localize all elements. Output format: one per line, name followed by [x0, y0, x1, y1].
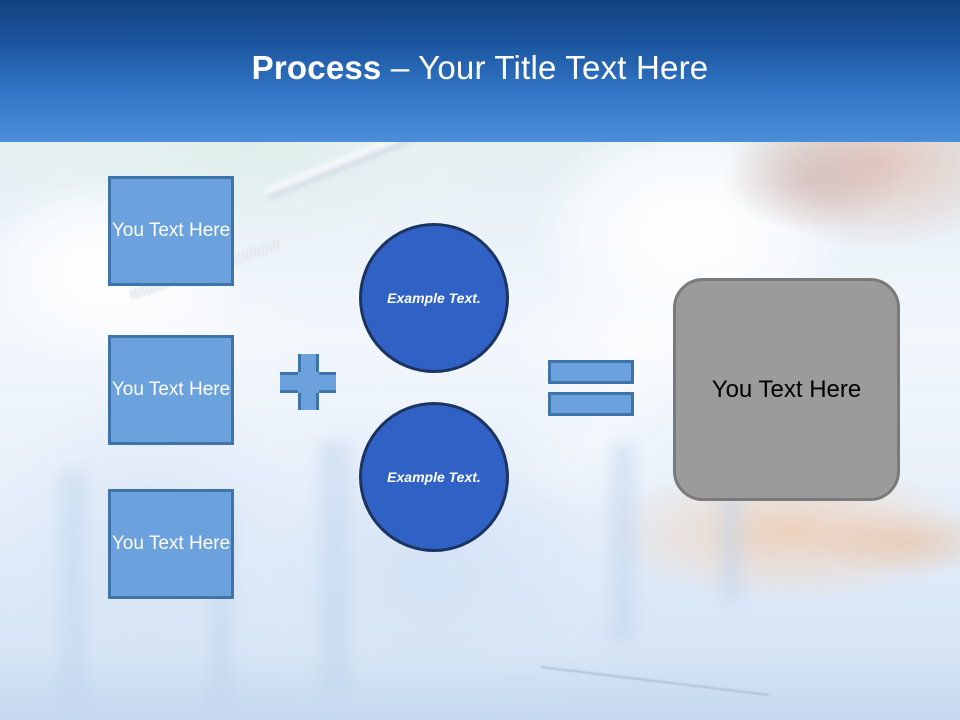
slide-title: Process – Your Title Text Here: [0, 48, 960, 88]
slide-header-band: Process – Your Title Text Here: [0, 0, 960, 142]
equals-top-bar: [548, 360, 634, 384]
input-box-2-label: You Text Here: [111, 379, 231, 400]
drape-edge-line: [540, 665, 770, 697]
example-circle-1[interactable]: Example Text.: [359, 223, 509, 373]
scrub-fold: [320, 442, 350, 692]
example-circle-2[interactable]: Example Text.: [359, 402, 509, 552]
example-circle-1-label: Example Text.: [387, 289, 481, 306]
equals-bottom-bar: [548, 392, 634, 416]
plus-center-fill: [298, 372, 319, 393]
result-box-label: You Text Here: [711, 375, 862, 403]
input-box-3-label: You Text Here: [111, 533, 231, 554]
slide-title-bold: Process: [251, 49, 382, 86]
equals-sign-icon[interactable]: [548, 360, 634, 416]
scrub-fold: [610, 442, 636, 642]
scrub-fold: [60, 472, 86, 712]
example-circle-2-label: Example Text.: [387, 468, 481, 485]
surgical-instrument-shaft: [262, 142, 574, 203]
input-box-1-label: You Text Here: [111, 220, 231, 241]
input-box-2[interactable]: You Text Here: [108, 335, 234, 445]
result-box[interactable]: You Text Here: [673, 278, 900, 501]
slide-title-rest: – Your Title Text Here: [381, 49, 709, 86]
input-box-3[interactable]: You Text Here: [108, 489, 234, 599]
plus-sign-icon[interactable]: [280, 354, 336, 410]
input-box-1[interactable]: You Text Here: [108, 176, 234, 286]
